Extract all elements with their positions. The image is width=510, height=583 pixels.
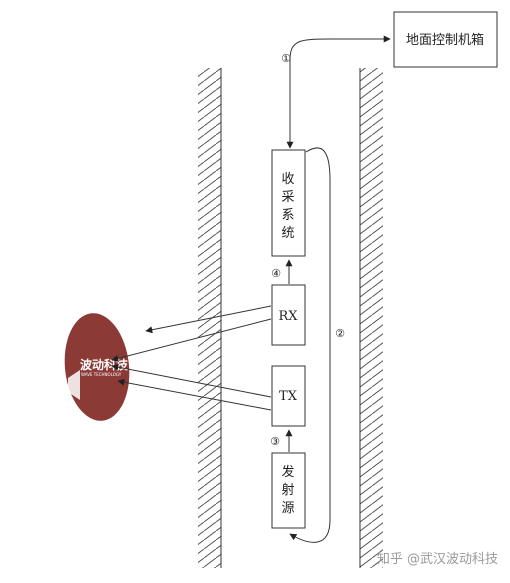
- tx-ray-lower: [117, 378, 272, 411]
- src-label-1: 发: [281, 464, 294, 480]
- tx-box: [271, 365, 306, 427]
- acq-label-2: 采: [281, 190, 294, 205]
- acq-label-4: 统: [281, 226, 294, 241]
- acq-label-3: 系: [281, 208, 294, 223]
- tx-label: TX: [279, 389, 298, 404]
- ground-control-box: [393, 11, 498, 68]
- link-acq-to-ground: [286, 35, 391, 149]
- acq-label-1: 收: [281, 172, 294, 187]
- target-body: [64, 313, 130, 421]
- marker-2: ②: [335, 327, 345, 340]
- emitter-source-box: [271, 452, 306, 529]
- rx-box: [271, 284, 306, 346]
- src-label-3: 源: [281, 501, 294, 516]
- tx-ray-upper: [111, 363, 272, 398]
- marker-4: ④: [271, 267, 281, 280]
- brand-logo-subtext: WAVE TECHNOLOGY: [81, 372, 122, 377]
- src-label-2: 射: [281, 482, 294, 498]
- rx-label: RX: [278, 309, 298, 324]
- brand-logo-text: 波动科技: [80, 357, 129, 372]
- watermark-text: 知乎 @武汉波动科技: [377, 551, 498, 567]
- rx-ray-lower: [111, 318, 272, 362]
- link-acq-to-source-loop: [289, 147, 331, 543]
- right-borehole-wall: [359, 68, 383, 568]
- marker-1: ①: [281, 52, 291, 65]
- acquisition-system-box: [271, 149, 306, 257]
- marker-3: ③: [270, 435, 280, 448]
- rx-ray-upper: [145, 305, 272, 334]
- ground-control-label: 地面控制机箱: [406, 32, 484, 48]
